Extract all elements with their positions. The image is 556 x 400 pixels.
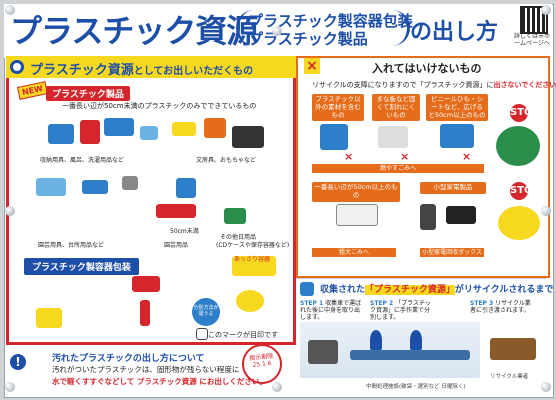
main-title: プラスチック資源 [10,12,258,50]
worker-icon [370,330,382,350]
caption-stationery: 文房具、おもちゃなど [196,157,257,164]
band-burnable: 燃やすごみへ [312,164,484,173]
exclamation-icon: ! [10,354,26,370]
step-2: STEP 2 「プラスチック資源」に手作業で分別します。 [370,300,431,322]
caption-garden-kitchen: 園芸用具、台所用品など [38,242,105,249]
stop-sign-icon-2: STOP [510,182,540,200]
pallet-icon [490,338,536,360]
pin-icon [5,5,15,15]
pla-mark-icon [196,328,208,340]
ng-cross-3: × [462,150,472,163]
crate-icon [232,126,264,148]
title-parenthesis [236,10,410,46]
hanger-icon [122,176,138,190]
band-small-appliance: 小型家電回収ボックスへ [420,248,484,265]
gear-machine-icon [496,126,540,166]
dirty-highlight: 水で軽くすすぐなどして プラスチック資源 にお出しください。 [52,376,267,387]
dustpan-icon [176,178,196,198]
worker-icon-2 [410,330,422,350]
shaver-icon [420,204,436,230]
ng-title: 入れてはいけないもの [372,62,482,75]
bottle-cap-icon [132,276,160,292]
tarp-icon [440,124,474,148]
product-label: プラスチック製品 [46,86,130,101]
ng-tag-50cm: 一番長い辺が50cm以上のもの [312,182,400,202]
caption-storage: 収納用具、風呂、洗濯用品など [40,157,125,164]
callout-bubble: あっさり容器 [232,256,276,276]
x-mark-icon: × [304,58,320,74]
caption-50cm: 50cm未満 [170,228,199,235]
ng-subtitle: リサイクルの支障になりますので「プラスチック資源」に出さないでください。 [312,81,556,89]
bucket-icon [48,124,74,144]
pin-icon [541,206,551,216]
step-3: STEP 3 リサイクル業者に引き渡されます。 [470,300,531,315]
mark-note: このマークが目印です [208,331,278,339]
bottle-icon [140,300,150,326]
different-method-badge: 分別方法が違うよ [192,298,220,326]
band-bulky: 粗大ごみへ [312,248,396,257]
game-console-icon [446,206,476,224]
title-sub-line2: プラスチック製品 [248,30,368,48]
ng-cross-2: × [400,150,410,163]
basket-icon [80,120,100,144]
stool-icon [104,118,134,136]
caption-gardening: 園芸用品 [164,242,189,249]
ng-tag-hard-items: まな板など固くて割れにくいもの [372,94,420,122]
snack-bag-icon [36,308,62,328]
pin-icon [5,206,15,216]
dirty-title: 汚れたプラスチックの出し方について [52,354,205,364]
ok-header-band [6,56,296,78]
title-sub-line1: プラスチック製容器包装 [248,12,413,30]
ng-tag-mixed-material: プラスチック以外の素材を含むもの [312,94,364,122]
bowl-icon [140,126,158,140]
watering-can-icon [224,208,246,224]
caption-other-note: (CDケースや保存容器など) [216,242,290,249]
fire-truck-icon [498,206,540,240]
company-caption: リサイクル業者 [490,374,529,380]
pin-icon [541,382,551,392]
qr-caption: 詳しくは市ホームページへ [513,33,550,47]
conveyor-icon [350,350,470,360]
pin-icon [272,26,282,36]
step-1: STEP 1 収集車で運ばれた後に中身を取り出します。 [300,300,362,322]
ng-cross-1: × [344,150,354,163]
pin-icon [5,382,15,392]
qr-code-icon[interactable] [520,6,548,34]
ng-tag-appliance: 小型家電製品 [420,182,486,194]
package-label: プラスチック製容器包装 [24,258,139,275]
pin-icon [272,382,282,392]
tray-icon [82,180,108,194]
toy-icon [204,118,226,138]
stop-sign-icon: STOP [510,104,540,122]
planter-icon [156,204,196,218]
cutting-board-icon [378,126,408,148]
facility-caption: 中間処理施設(破袋・選別など 日曜除く) [366,384,466,390]
ng-tag-vinyl: ビニールひも・シートなど、広げると50cm以上のもの [426,94,488,122]
recycle-title: 収集された「プラスチック資源」がリサイクルされるまで [320,285,554,295]
ok-title: プラスチック資源としてお出しいただくもの [30,63,254,78]
colander-icon [36,178,66,196]
cup-icon [236,290,264,312]
dirty-body: 汚れがついたプラスチックは、固形物が残らない程度に [52,365,240,374]
recycle-icon [300,282,314,296]
caption-other: その他日用品 [220,234,257,241]
product-description: 一番長い辺が50cm未満のプラスチックのみでできているもの [62,102,257,110]
rack-icon [336,204,378,226]
stationery-icon [172,122,196,136]
title-tail: の出し方 [410,20,499,45]
ok-circle-icon [10,60,24,74]
pin-icon [541,5,551,15]
garbage-truck-icon [308,340,338,364]
gloves-icon [320,124,348,150]
